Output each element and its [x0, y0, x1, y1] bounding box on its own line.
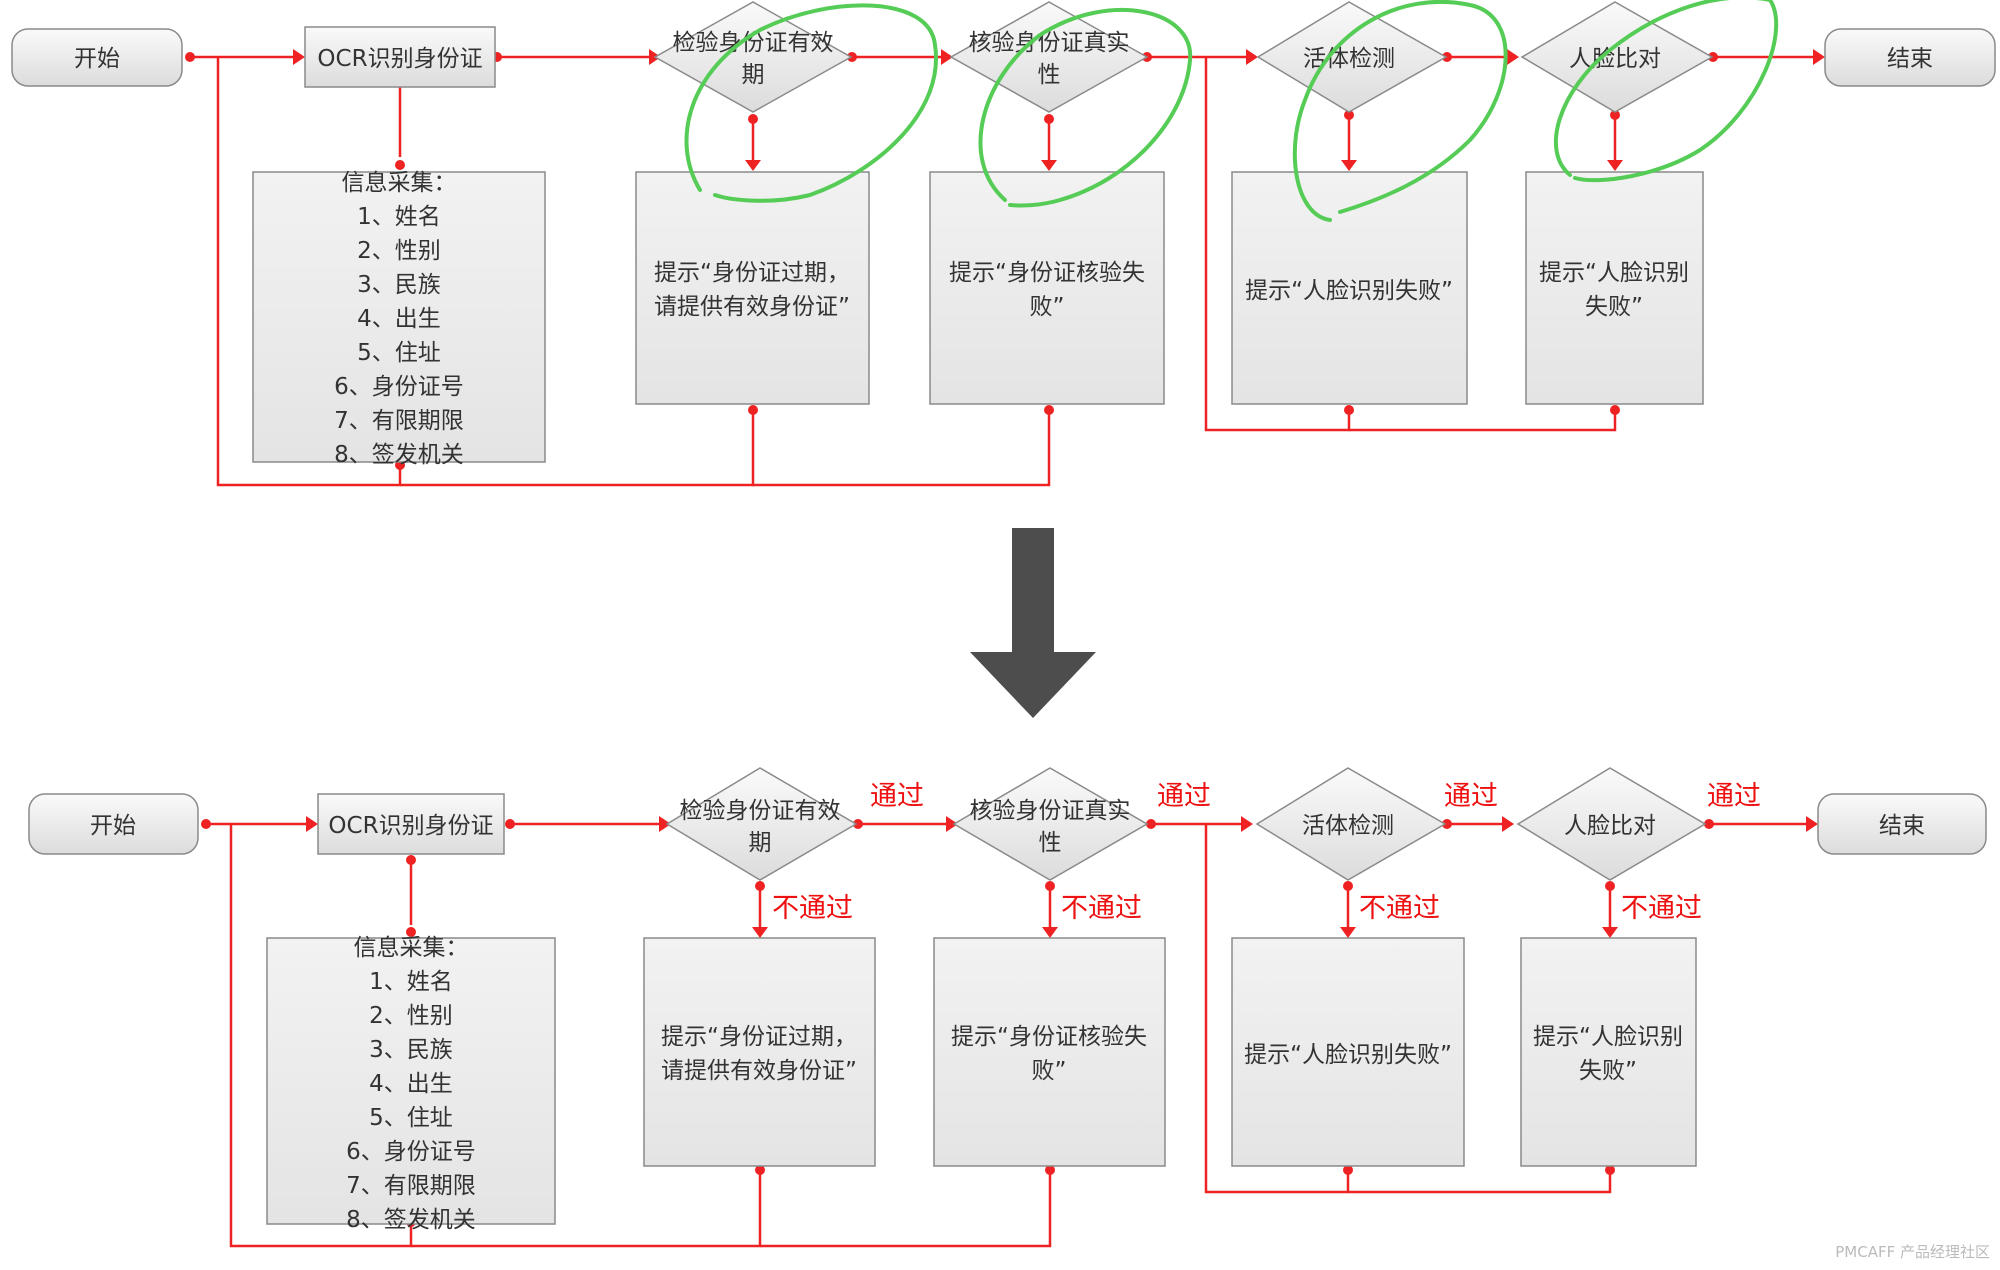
bottom-liveness-label: 活体检测	[1302, 813, 1394, 839]
bottom-connectors	[206, 822, 1810, 1248]
green-annotation-circles	[684, 0, 1779, 222]
top-ocr-node: OCR识别身份证	[304, 26, 496, 88]
top-msg-face2-line2: 失败”	[1585, 294, 1643, 320]
top-end-node: 结束	[1824, 28, 1996, 87]
top-msg-verify-line1: 提示“身份证核验失	[949, 260, 1145, 286]
top-msg-expired-box: 提示“身份证过期， 请提供有效身份证”	[635, 171, 870, 405]
bottom-msg-expired-line2: 请提供有效身份证”	[661, 1058, 857, 1084]
top-msg-verify-fail-box: 提示“身份证核验失 败”	[929, 171, 1165, 405]
top-info-line: 3、民族	[357, 272, 441, 298]
bottom-verify-line2: 性	[1039, 830, 1062, 856]
bottom-msg-face-fail-line1: 提示“人脸识别失败”	[1244, 1042, 1452, 1068]
bottom-info-line: 4、出生	[369, 1071, 453, 1097]
top-info-line: 8、签发机关	[334, 442, 464, 468]
transition-down-arrow	[970, 528, 1096, 718]
top-connectors	[190, 55, 1816, 487]
top-info-line: 6、身份证号	[334, 374, 464, 400]
top-face-compare-label: 人脸比对	[1569, 46, 1661, 72]
bottom-msg-face2-line2: 失败”	[1579, 1058, 1637, 1084]
bottom-info-line: 5、住址	[369, 1105, 453, 1131]
top-face-compare-decision: 人脸比对	[1520, 1, 1714, 113]
pass-label: 通过	[870, 781, 924, 812]
bottom-msg-expired-box: 提示“身份证过期， 请提供有效身份证”	[643, 937, 876, 1167]
top-msg-face-fail2-box: 提示“人脸识别 失败”	[1525, 171, 1704, 405]
fail-label: 不通过	[1359, 893, 1440, 924]
fail-label: 不通过	[772, 893, 853, 924]
bottom-end-node: 结束	[1817, 793, 1987, 855]
green-circle-validity	[684, 3, 939, 203]
bottom-info-line: 7、有限期限	[346, 1173, 476, 1199]
bottom-verify-line1: 核验身份证真实	[970, 798, 1131, 824]
top-check-validity-decision: 检验身份证有效 期	[653, 1, 853, 113]
fail-label: 不通过	[1621, 893, 1702, 924]
bottom-info-box: 信息采集： 1、姓名 2、性别 3、民族 4、出生 5、住址 6、身份证号 7、…	[266, 935, 556, 1233]
bottom-verify-authenticity-decision: 核验身份证真实 性	[952, 767, 1149, 881]
bottom-msg-verify-fail-box: 提示“身份证核验失 败”	[933, 937, 1166, 1167]
bottom-end-label: 结束	[1879, 813, 1925, 839]
branch-labels: 通过 通过 通过 通过 不通过 不通过 不通过 不通过	[772, 781, 1761, 924]
top-check-validity-line2: 期	[742, 62, 765, 88]
green-circle-face	[1553, 0, 1779, 183]
bottom-msg-face-fail-box: 提示“人脸识别失败”	[1231, 937, 1465, 1167]
top-msg-face-fail-box: 提示“人脸识别失败”	[1231, 171, 1468, 405]
bottom-info-line: 2、性别	[369, 1003, 453, 1029]
bottom-check-validity-line2: 期	[749, 830, 772, 856]
top-verify-line1: 核验身份证真实	[969, 30, 1130, 56]
bottom-msg-face-fail2-box: 提示“人脸识别 失败”	[1520, 937, 1697, 1167]
top-end-label: 结束	[1887, 46, 1933, 72]
pass-label: 通过	[1707, 781, 1761, 812]
pass-label: 通过	[1444, 781, 1498, 812]
green-circle-verify	[978, 7, 1193, 208]
top-msg-expired-line2: 请提供有效身份证”	[654, 294, 850, 320]
top-flowchart: 开始 OCR识别身份证 检验身份证有效 期 核验身份证真实 性 活体检测 人脸比…	[11, 0, 1996, 487]
top-msg-face-fail-line1: 提示“人脸识别失败”	[1245, 278, 1453, 304]
top-start-node: 开始	[11, 28, 183, 87]
fail-label: 不通过	[1061, 893, 1142, 924]
top-info-line: 7、有限期限	[334, 408, 464, 434]
bottom-face-compare-decision: 人脸比对	[1516, 767, 1707, 881]
green-circle-liveness	[1292, 0, 1508, 222]
bottom-liveness-decision: 活体检测	[1255, 767, 1447, 881]
top-info-line: 信息采集：	[342, 170, 457, 196]
bottom-msg-face2-line1: 提示“人脸识别	[1533, 1024, 1683, 1050]
top-liveness-decision: 活体检测	[1256, 1, 1448, 113]
top-ocr-label: OCR识别身份证	[317, 46, 482, 72]
bottom-flowchart: 开始 OCR识别身份证 检验身份证有效 期 核验身份证真实 性 活体检测 人脸比…	[28, 767, 1987, 1248]
watermark: PMCAFF 产品经理社区	[1835, 1243, 1990, 1261]
top-verify-line2: 性	[1038, 62, 1061, 88]
bottom-info-line: 信息采集：	[354, 935, 469, 961]
bottom-msg-verify-line1: 提示“身份证核验失	[951, 1024, 1147, 1050]
top-msg-verify-line2: 败”	[1030, 294, 1065, 320]
bottom-info-line: 3、民族	[369, 1037, 453, 1063]
bottom-msg-expired-line1: 提示“身份证过期，	[661, 1024, 857, 1050]
bottom-ocr-node: OCR识别身份证	[317, 793, 505, 855]
bottom-check-validity-decision: 检验身份证有效 期	[665, 767, 858, 881]
top-info-line: 4、出生	[357, 306, 441, 332]
top-info-line: 1、姓名	[357, 204, 441, 230]
top-info-line: 2、性别	[357, 238, 441, 264]
bottom-start-node: 开始	[28, 793, 199, 855]
top-arrowheads	[293, 49, 1825, 171]
bottom-check-validity-line1: 检验身份证有效	[680, 798, 841, 824]
top-liveness-label: 活体检测	[1303, 46, 1395, 72]
bottom-info-line: 6、身份证号	[346, 1139, 476, 1165]
bottom-ocr-label: OCR识别身份证	[328, 813, 493, 839]
bottom-info-line: 1、姓名	[369, 969, 453, 995]
top-verify-authenticity-decision: 核验身份证真实 性	[949, 1, 1149, 113]
bottom-start-label: 开始	[90, 813, 136, 839]
pass-label: 通过	[1157, 781, 1211, 812]
top-msg-face2-line1: 提示“人脸识别	[1539, 260, 1689, 286]
top-info-box: 信息采集： 1、姓名 2、性别 3、民族 4、出生 5、住址 6、身份证号 7、…	[252, 170, 546, 468]
bottom-info-line: 8、签发机关	[346, 1207, 476, 1233]
top-start-label: 开始	[74, 46, 120, 72]
bottom-msg-verify-line2: 败”	[1032, 1058, 1067, 1084]
top-info-line: 5、住址	[357, 340, 441, 366]
bottom-face-compare-label: 人脸比对	[1564, 813, 1656, 839]
top-msg-expired-line1: 提示“身份证过期，	[654, 260, 850, 286]
bottom-arrowheads	[306, 816, 1818, 938]
